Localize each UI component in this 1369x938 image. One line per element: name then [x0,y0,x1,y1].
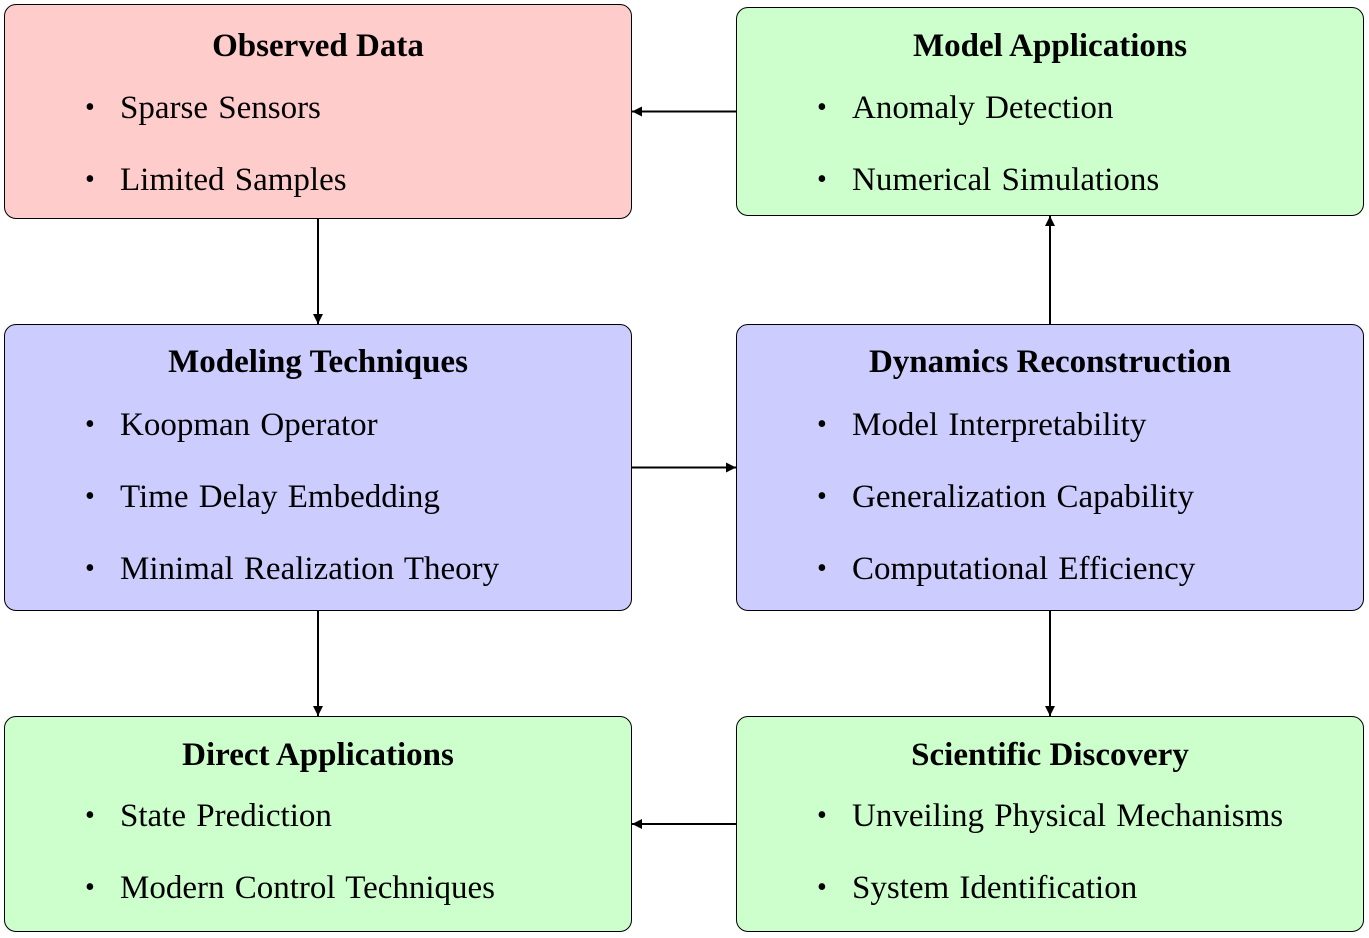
modeling-techniques-title: Modeling Techniques [168,344,468,380]
model-applications-box: Model Applications • Anomaly Detection •… [736,7,1364,216]
bullet-glyph: • [817,164,827,195]
bullet-glyph: • [85,481,95,512]
bullet-glyph: • [85,800,95,831]
bullet-glyph: • [85,92,95,123]
list-item-text: Koopman Operator [120,407,378,443]
model-applications-title: Model Applications [912,28,1188,64]
list-item-text: Numerical Simulations [852,162,1160,198]
bullet-glyph: • [817,92,827,123]
scientific-discovery-box: Scientific Discovery • Unveiling Physica… [736,716,1364,932]
list-item-text: Computational Efficiency [852,551,1196,587]
observed-data-box: Observed Data • Sparse Sensors • Limited… [4,4,632,219]
list-item-text: Unveiling Physical Mechanisms [852,798,1284,834]
scientific-discovery-title: Scientific Discovery [911,737,1189,773]
bullet-glyph: • [85,872,95,903]
list-item-text: Model Interpretability [852,407,1147,443]
list-item-text: System Identification [852,870,1138,906]
list-item-text: Modern Control Techniques [120,870,496,906]
list-item-text: Time Delay Embedding [120,479,440,515]
observed-data-title: Observed Data [212,28,424,64]
list-item-text: Sparse Sensors [120,90,321,126]
list-item-text: Minimal Realization Theory [120,551,500,587]
bullet-glyph: • [817,872,827,903]
bullet-glyph: • [817,481,827,512]
bullet-glyph: • [85,553,95,584]
direct-applications-box: Direct Applications • State Prediction •… [4,716,632,932]
bullet-glyph: • [817,553,827,584]
direct-applications-title: Direct Applications [182,737,454,773]
list-item-text: Generalization Capability [852,479,1194,515]
list-item-text: State Prediction [120,798,332,834]
bullet-glyph: • [817,800,827,831]
list-item-text: Limited Samples [120,162,347,198]
dynamics-reconstruction-box: Dynamics Reconstruction • Model Interpre… [736,324,1364,611]
dynamics-reconstruction-title: Dynamics Reconstruction [868,344,1232,380]
list-item-text: Anomaly Detection [852,90,1114,126]
modeling-techniques-box: Modeling Techniques • Koopman Operator •… [4,324,632,611]
bullet-glyph: • [85,164,95,195]
bullet-glyph: • [85,409,95,440]
bullet-glyph: • [817,409,827,440]
